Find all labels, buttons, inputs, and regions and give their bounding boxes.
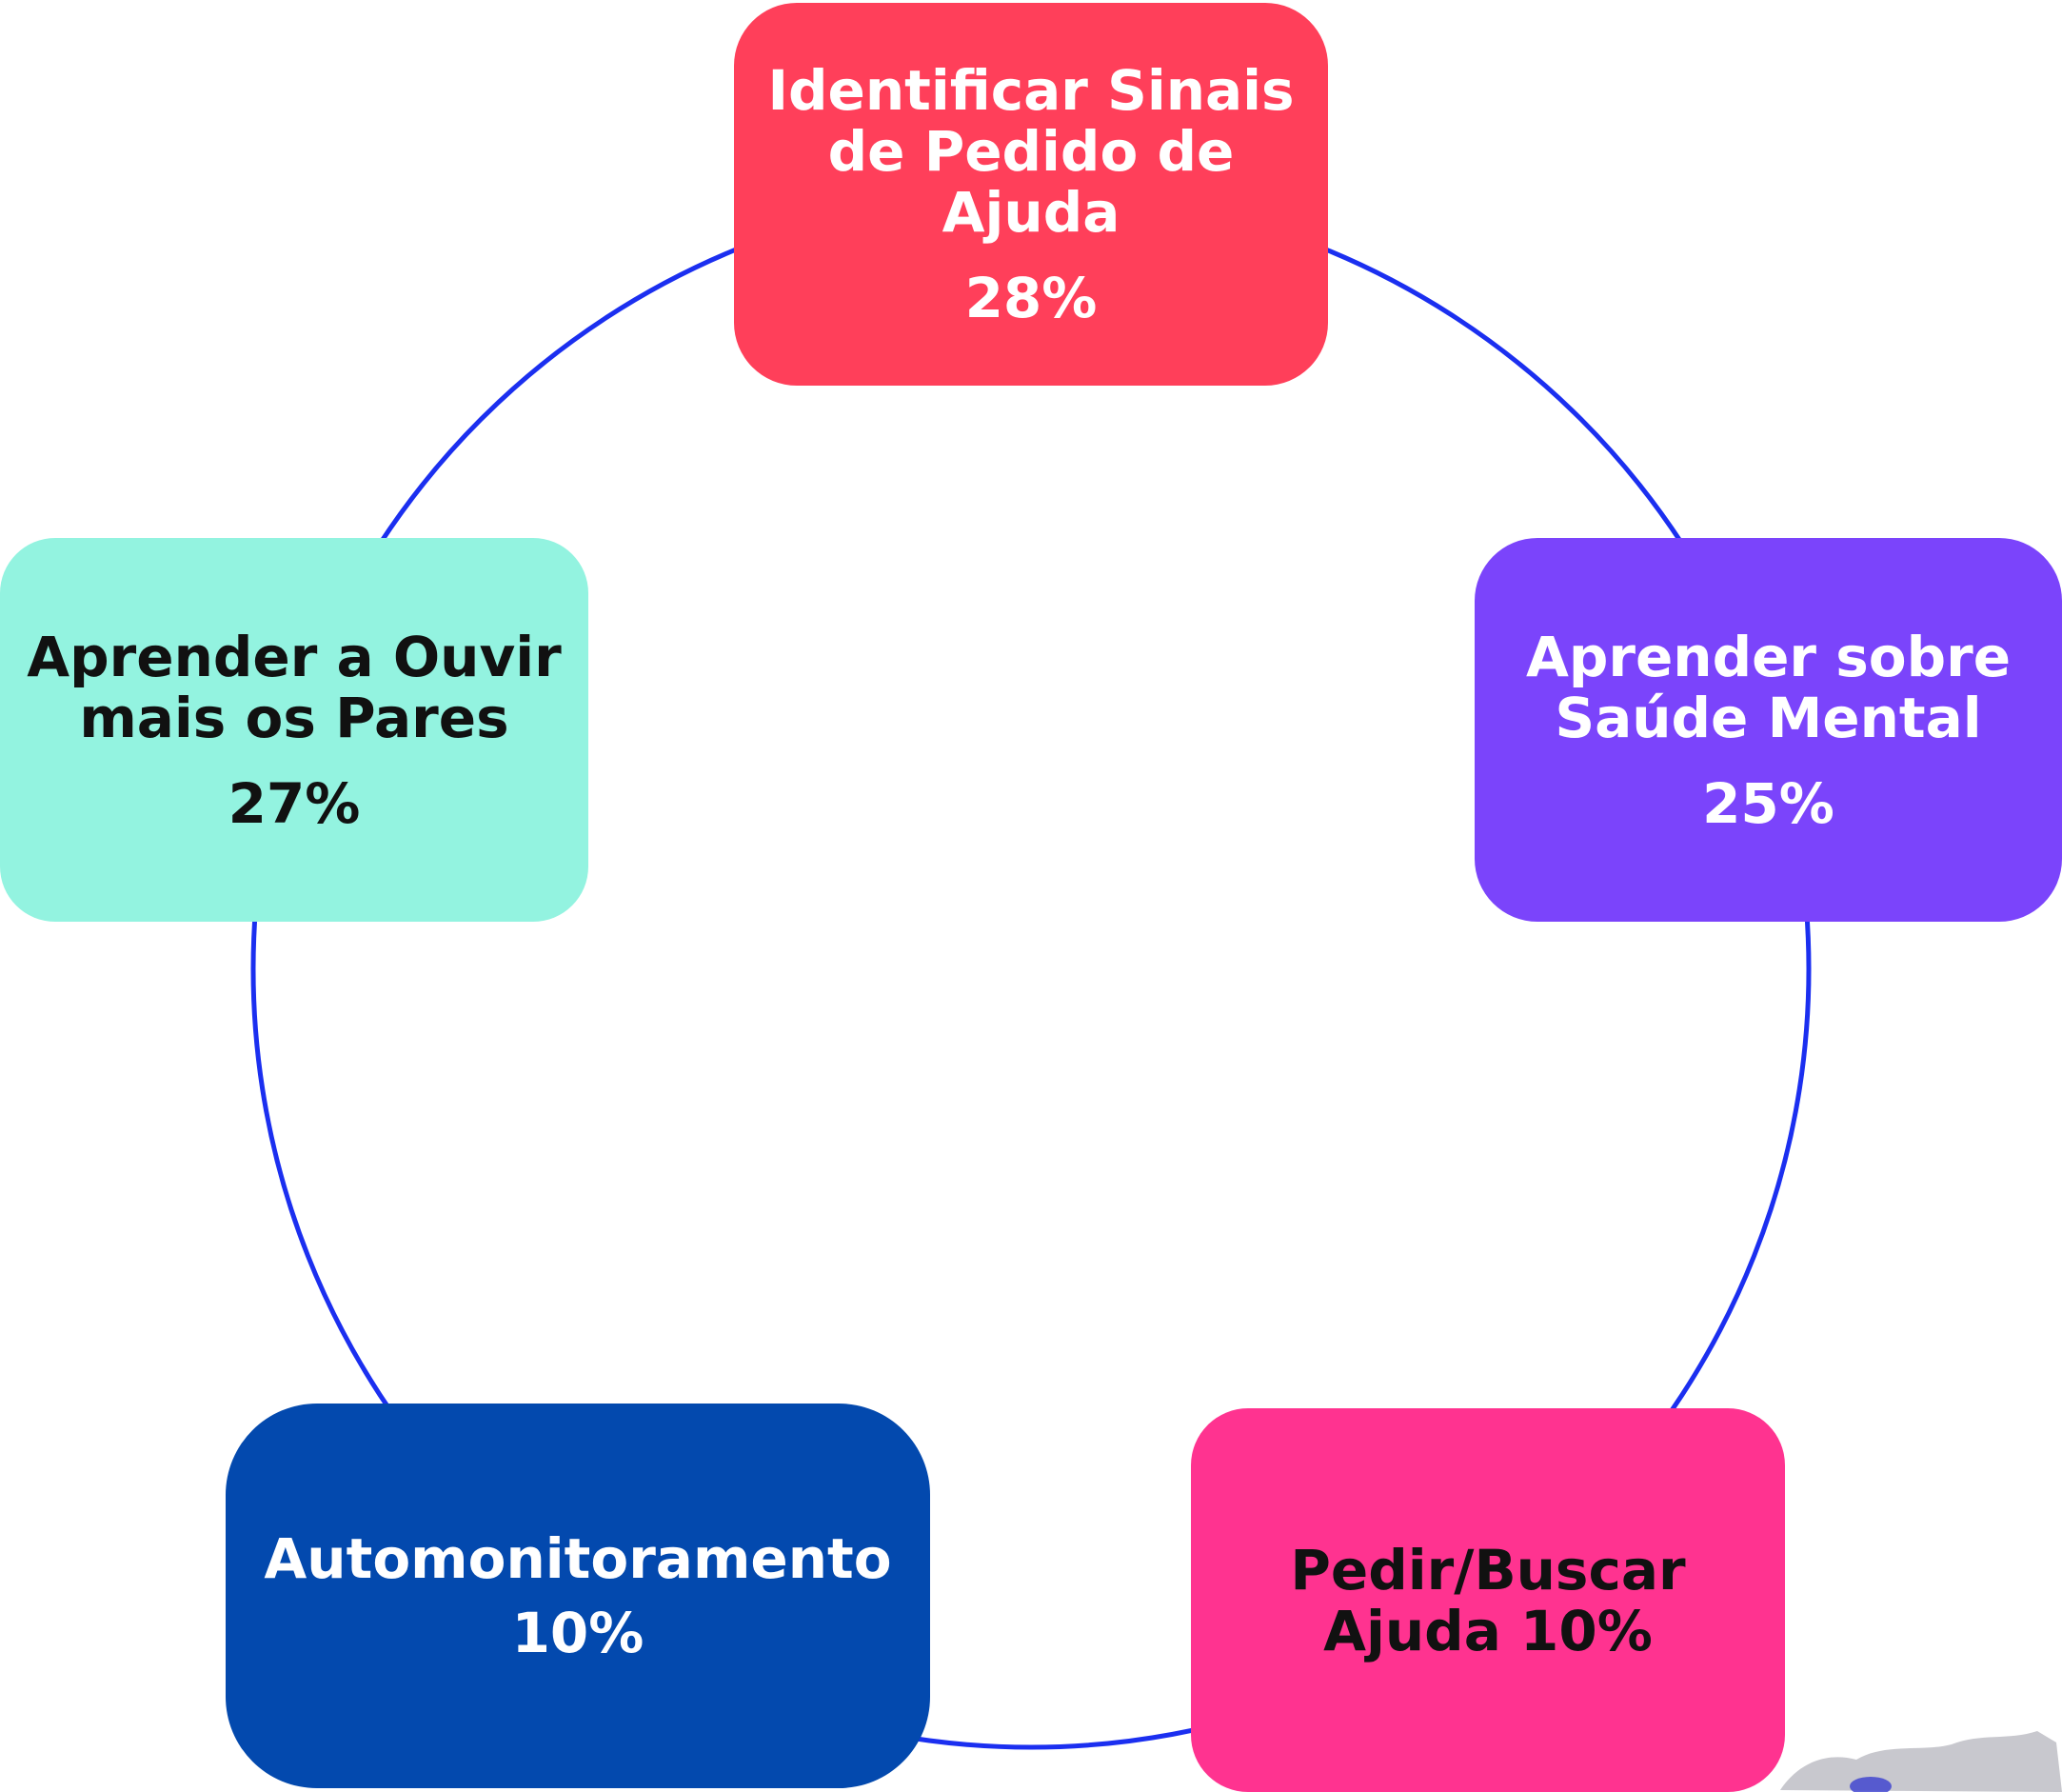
node-saude-mental: Aprender sobre Saúde Mental 25% (1475, 538, 2062, 922)
node-pedir-buscar-ajuda-label: Pedir/Buscar Ajuda 10% (1290, 1537, 1686, 1663)
node-automonitoramento-label: Automonitoramento (264, 1526, 892, 1591)
node-identificar-sinais: Identificar Sinais de Pedido de Ajuda 28… (734, 3, 1328, 386)
node-identificar-sinais-label: Identificar Sinais de Pedido de Ajuda (767, 58, 1295, 245)
node-pedir-buscar-ajuda: Pedir/Buscar Ajuda 10% (1191, 1408, 1785, 1792)
node-saude-mental-label: Aprender sobre Saúde Mental (1525, 624, 2012, 750)
node-ouvir-pares-label: Aprender a Ouvir mais os Pares (27, 624, 562, 750)
node-saude-mental-percent: 25% (1702, 770, 1834, 836)
node-automonitoramento: Automonitoramento 10% (226, 1404, 930, 1788)
node-ouvir-pares-percent: 27% (228, 770, 361, 836)
node-automonitoramento-percent: 10% (511, 1601, 644, 1665)
node-ouvir-pares: Aprender a Ouvir mais os Pares 27% (0, 538, 588, 922)
decorative-smudge (1780, 1731, 2062, 1792)
node-identificar-sinais-percent: 28% (964, 266, 1098, 330)
